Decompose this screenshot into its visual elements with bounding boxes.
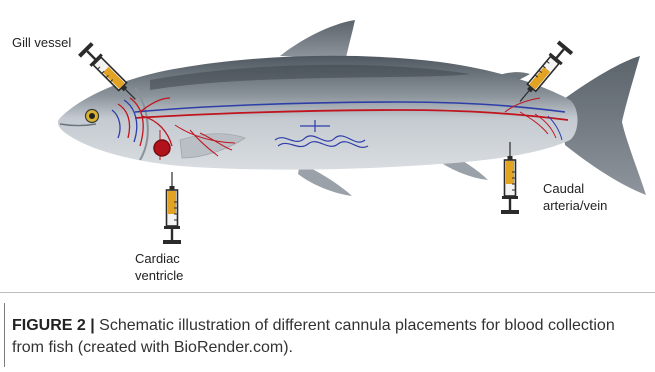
figure-caption: FIGURE 2 | Schematic illustration of dif… [12, 315, 642, 359]
fish-cannulation-illustration [0, 0, 655, 290]
figure-caption-box: FIGURE 2 | Schematic illustration of dif… [0, 292, 655, 372]
caption-rule [4, 303, 5, 367]
cardiac-ventricle-heart [154, 140, 170, 156]
dorsal-fin [280, 20, 355, 58]
figure-label: FIGURE 2 | [12, 317, 95, 334]
caudal-label: Caudal arteria/vein [543, 180, 607, 214]
cardiac-syringe [163, 172, 181, 244]
caption-text: Schematic illustration of different cann… [12, 317, 615, 356]
gill-vessel-label: Gill vessel [12, 34, 71, 51]
cardiac-label: Cardiac ventricle [135, 250, 183, 284]
